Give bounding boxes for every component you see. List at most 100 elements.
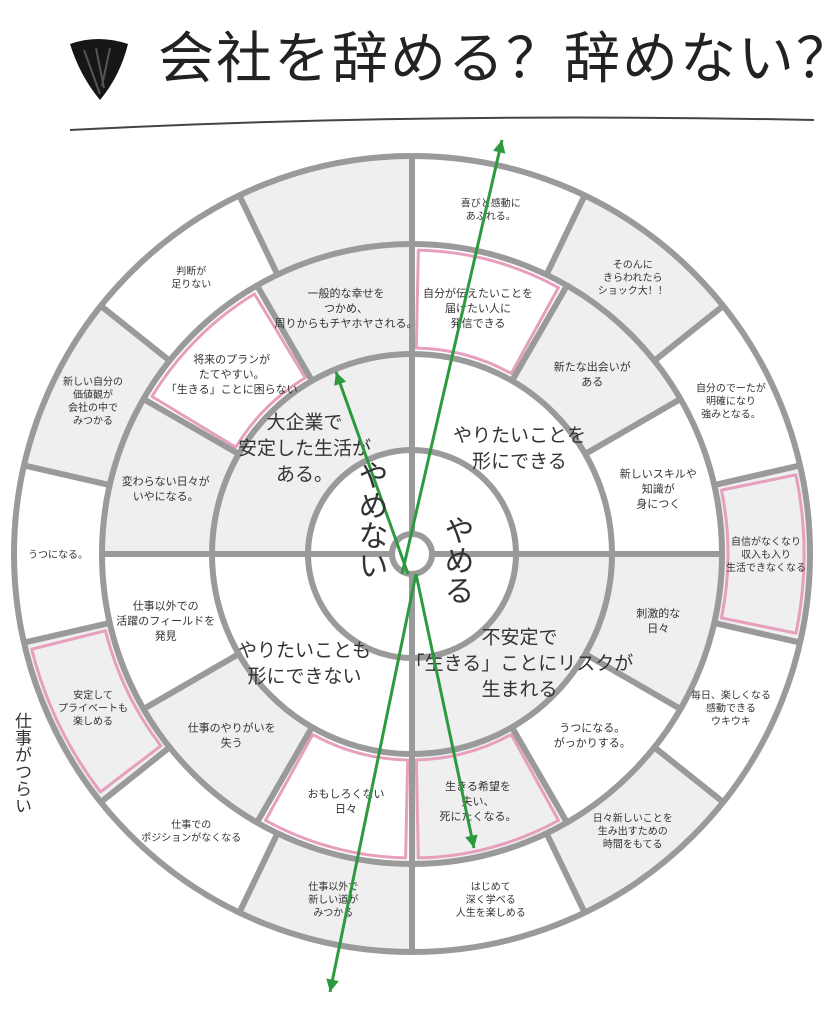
decision-arrows (326, 139, 506, 993)
middle-ring-label: 生きる希望を (445, 779, 511, 793)
side-note-text: 仕事がつらい (11, 712, 31, 814)
middle-ring-label: 日々 (647, 622, 669, 635)
outer-ring-label: 人生を楽しめる (456, 906, 526, 919)
outer-ring-label: みつかる (313, 907, 353, 919)
middle-ring-label: つかめ、 (324, 302, 368, 315)
outer-ring-segment (654, 622, 801, 803)
ring-divider (142, 651, 241, 712)
outer-ring-segment (100, 195, 278, 361)
ring-divider (509, 725, 570, 824)
outer-ring-label: みつかる (73, 415, 113, 427)
ring-divider (509, 284, 570, 383)
outer-ring-segment (23, 305, 170, 486)
outer-ring-label: 毎日、楽しくなる (691, 688, 771, 701)
middle-ring-label: 日々 (335, 802, 357, 815)
outer-ring-segment (654, 305, 801, 486)
middle-ring-label: うつになる。 (559, 721, 625, 734)
middle-ring-label: 刺激的な (636, 606, 680, 620)
arrow-quit-up-head (493, 140, 506, 154)
outer-ring-label: 安定して (73, 688, 113, 701)
ring-divider (254, 284, 315, 383)
outer-ring-label: 仕事での (171, 818, 211, 831)
outer-ring-segment (546, 195, 724, 361)
middle-ring-label: 一般的な幸せを (308, 286, 385, 300)
outer-ring-segment (13, 465, 110, 643)
outer-ring-label: 生み出すための (598, 825, 668, 838)
hub-circle (389, 531, 435, 577)
outer-ring-label: 楽しめる (73, 714, 113, 727)
middle-ring-label: 新たな出会いが (554, 360, 631, 374)
ring-divider (236, 194, 281, 277)
ring-divider (236, 831, 281, 914)
inner-ring-label: 「生きる」ことにリスクが (406, 652, 634, 674)
highlight-boxes (30, 248, 806, 860)
middle-ring-label: 仕事以外での (133, 599, 199, 612)
outer-ring-highlight (719, 473, 806, 635)
outer-ring-label: 深く学べる (466, 893, 516, 906)
outer-ring-label: 新しい道が (308, 893, 358, 906)
outer-ring-highlight (30, 629, 163, 794)
middle-ring-segment (585, 399, 722, 554)
middle-ring-label: いやになる。 (133, 490, 199, 503)
middle-ring-segment (102, 399, 239, 554)
ring-divider (543, 831, 588, 914)
outer-ring-label: きらわれたら (603, 272, 663, 284)
inner-ring-label: 形にできない (248, 665, 362, 687)
middle-ring-segment (412, 244, 567, 381)
outer-ring-label: 生活できなくなる (726, 561, 806, 574)
outer-ring-label: 強みとなる。 (701, 407, 761, 420)
middle-ring-label: 将来のプランが (193, 352, 270, 366)
inner-ring-label: 大企業で (267, 411, 343, 433)
outer-ring-label: ショック大！！ (598, 284, 668, 297)
middle-ring-segment (102, 554, 239, 709)
middle-ring-label: 発信できる (451, 316, 506, 330)
inner-ring-label: やりたいことも (238, 639, 371, 661)
inner-ring-label: 生まれる (481, 678, 557, 700)
arrow-stay-up-shaft (334, 371, 410, 575)
ring-divider (652, 744, 726, 805)
middle-ring-label: 死にたくなる。 (439, 810, 516, 823)
hand-drawn-heart-icon (70, 39, 128, 100)
ring-divider (713, 620, 801, 646)
middle-ring-label: 自分が伝えたいことを (423, 286, 533, 300)
outer-ring-segment (23, 622, 170, 803)
ring-divider (543, 194, 588, 277)
ring-divider (583, 651, 682, 712)
outer-ring-label: 時間をもてる (603, 839, 663, 851)
outer-ring-label: 価値観が (73, 388, 113, 401)
arrow-quit-down-head (465, 834, 478, 848)
arrow-stay-down-head (326, 978, 339, 992)
middle-ring-label: 周りからもチヤホヤされる。 (275, 317, 418, 330)
middle-ring-label: 仕事のやりがいを (188, 720, 276, 734)
outer-ring-label: 判断が (176, 265, 206, 278)
middle-ring-label: 失う (221, 736, 243, 749)
ring-divider (98, 744, 172, 805)
outer-ring-label: 新しい自分の (63, 375, 123, 388)
inner-ring-segment (412, 354, 612, 554)
arrow-quit-up-shaft (400, 139, 504, 575)
segment-labels: やりたいことを形にできる不安定で「生きる」ことにリスクが生まれるやりたいことも形… (28, 196, 806, 919)
middle-ring-segment (257, 727, 412, 864)
middle-ring-label: 知識が (642, 482, 675, 496)
ring-dividers (11, 153, 813, 955)
ring-divider (254, 725, 315, 824)
page-title: 会社を辞める？辞めない？ (158, 27, 824, 92)
middle-ring-label: 「生きる」ことに困らない (166, 382, 298, 396)
middle-ring-highlight (150, 292, 307, 449)
outer-ring-label: 仕事以外で (308, 880, 358, 893)
outer-ring-label: 収入も入り (741, 549, 791, 561)
title-underline (69, 116, 815, 131)
ring-divider (98, 303, 172, 364)
outer-ring-label: ウキウキ (711, 715, 751, 727)
inner-ring-segment (212, 554, 412, 754)
middle-ring-label: 活躍のフィールドを (116, 614, 215, 627)
middle-ring-label: 新しいスキルや (620, 467, 697, 481)
middle-ring-label: 失い、 (461, 795, 494, 808)
inner-ring-label: ある。 (276, 463, 333, 485)
center-label-quit: やめる (439, 515, 474, 605)
inner-ring-segment (212, 354, 412, 554)
outer-ring-label: プライベートも (58, 702, 128, 714)
outer-ring-label: 自信がなくなり (731, 535, 801, 548)
ring-divider (23, 620, 111, 646)
